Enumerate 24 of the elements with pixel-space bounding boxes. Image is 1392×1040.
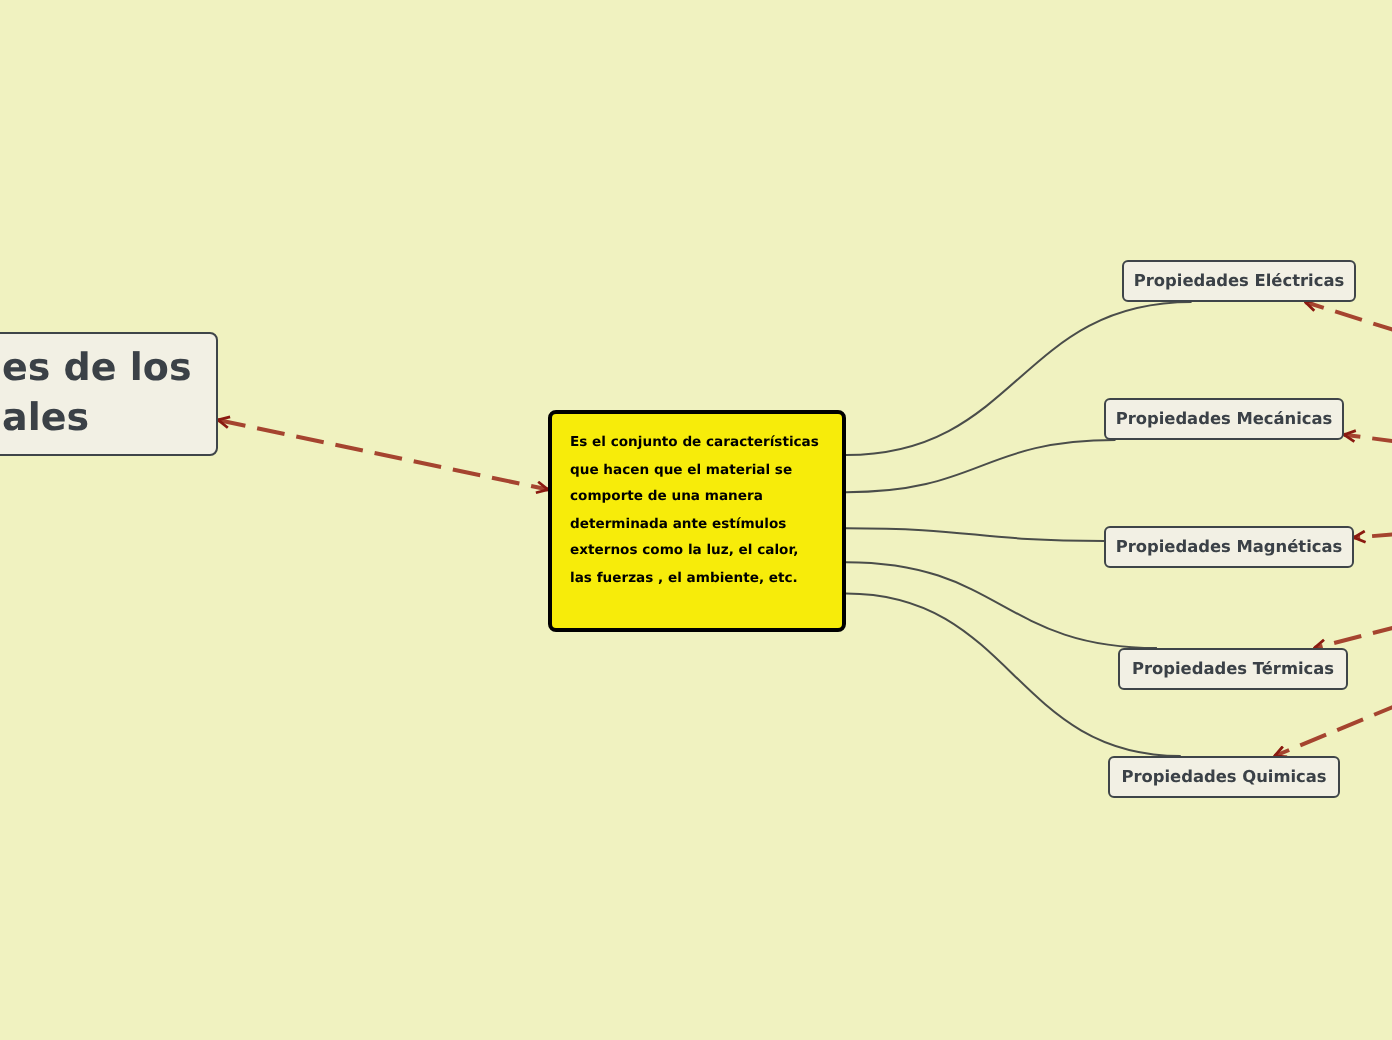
topic-box — [0, 332, 218, 456]
dashed-arrow — [1352, 529, 1392, 544]
property-box — [1104, 526, 1354, 568]
description-box — [548, 410, 846, 632]
property-box — [1108, 756, 1340, 798]
connector-line — [845, 301, 1193, 456]
connector-line — [845, 527, 1105, 542]
property-box — [1104, 398, 1344, 440]
dashed-arrow — [1273, 702, 1392, 759]
dashed-arrow — [1303, 298, 1392, 334]
property-box — [1122, 260, 1356, 302]
property-box — [1118, 648, 1348, 690]
property-label: Propiedades Eléctricas — [1133, 268, 1345, 294]
property-label: Propiedades Térmicas — [1131, 656, 1335, 682]
property-label: Propiedades Quimicas — [1121, 764, 1327, 790]
dashed-arrow — [1342, 429, 1392, 444]
property-label: Propiedades Mecánicas — [1115, 406, 1333, 432]
dashed-arrow — [216, 415, 550, 495]
dashed-arrow — [1313, 624, 1392, 653]
connector-line — [845, 592, 1182, 757]
topic-title: es de los ales — [2, 344, 194, 444]
connector-line — [845, 561, 1158, 649]
connector-line — [845, 439, 1117, 494]
property-label: Propiedades Magnéticas — [1115, 534, 1343, 560]
